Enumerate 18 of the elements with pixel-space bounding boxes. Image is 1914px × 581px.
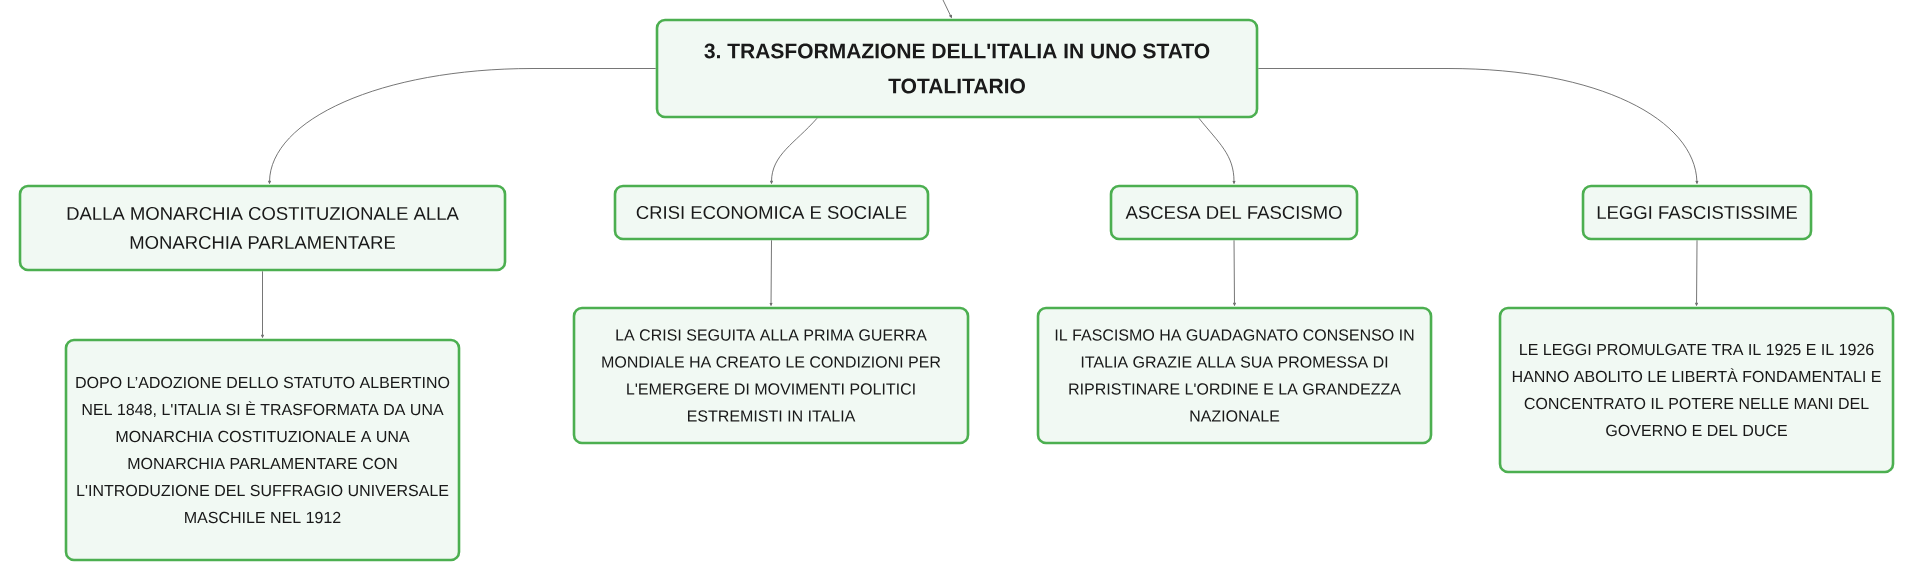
topic-box: LEGGI FASCISTISSIME (1581, 184, 1813, 241)
description-box: LA CRISI SEGUITA ALLA PRIMA GUERRA MONDIALE HA CREATO LE CONDIZIONI PER L'EMERGERE DI MOVIMENTI POLITICI ESTREMISTI IN ITALIA (572, 306, 970, 445)
description-box: LE LEGGI PROMULGATE TRA IL 1925 E IL 1926 HANNO ABOLITO LE LIBERTÀ FONDAMENTALI E CONCENTRATO IL POTERE NELLE MANI DEL GOVERNO E DEL DUCE (1498, 306, 1895, 474)
connector-arrow (1695, 239, 1698, 306)
topic-box: CRISI ECONOMICA E SOCIALE (613, 184, 930, 241)
title-box: 3. TRASFORMAZIONE DELL'ITALIA IN UNO STATO TOTALITARIO (655, 18, 1259, 119)
connector-arrow (268, 68, 657, 184)
connector-arrow (261, 270, 264, 338)
topic-box: DALLA MONARCHIA COSTITUZIONALE ALLA MONARCHIA PARLAMENTARE (18, 184, 507, 272)
topic-box: ASCESA DEL FASCISMO (1109, 184, 1359, 241)
connector-arrow (770, 117, 818, 184)
connector-arrow (1257, 68, 1699, 184)
connector-arrow (942, 0, 952, 19)
description-box: IL FASCISMO HA GUADAGNATO CONSENSO IN ITALIA GRAZIE ALLA SUA PROMESSA DI RIPRISTINARE L'ORDINE E LA GRANDEZZA NAZIONALE (1036, 306, 1433, 445)
connector-arrow (769, 239, 773, 306)
connector-arrow (1198, 117, 1236, 184)
description-box: DOPO L’ADOZIONE DELLO STATUTO ALBERTINO NEL 1848, L'ITALIA SI È TRASFORMATA DA UNA MONARCHIA COSTITUZIONALE A UNA MONARCHIA PARLAMENTARE CON L'INTRODUZIONE DEL SUFFRAGIO UNIVERSALE MASCHILE NEL 1912 (64, 338, 461, 562)
connector-arrow (1233, 239, 1236, 306)
